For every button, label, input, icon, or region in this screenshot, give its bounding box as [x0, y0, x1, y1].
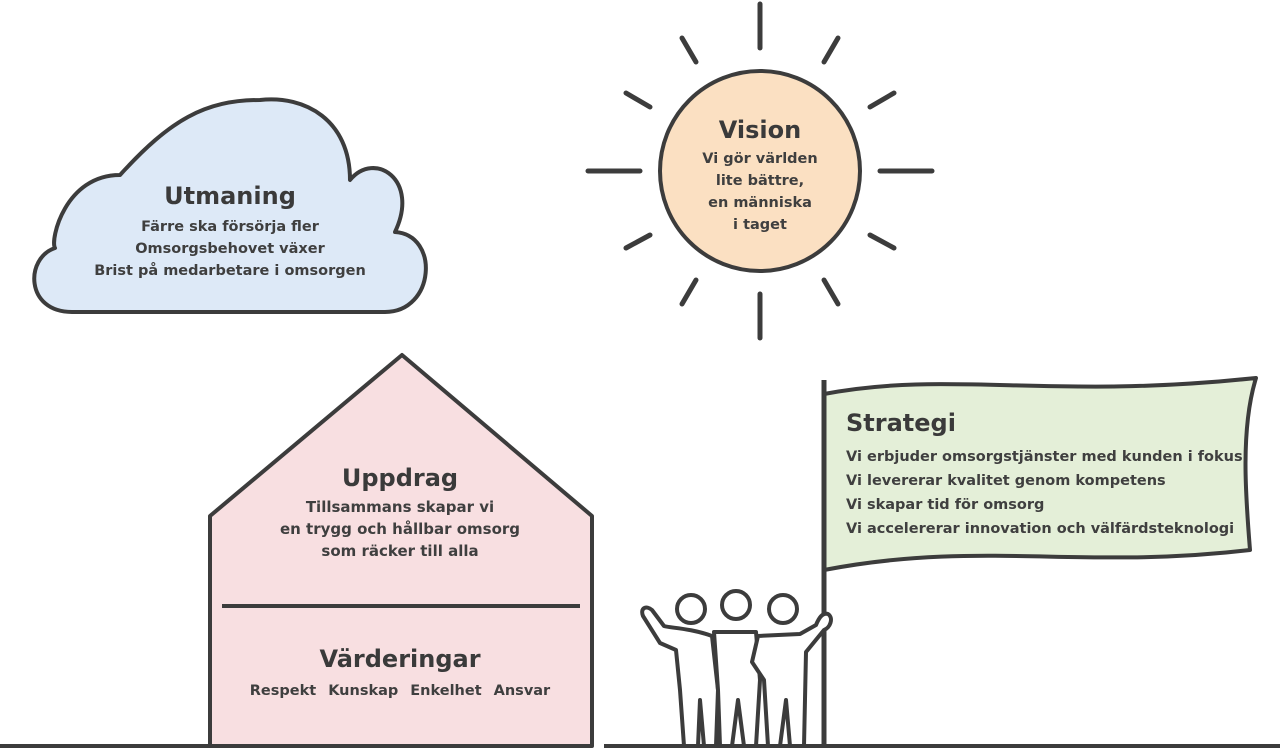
- strategy-block: Strategi Vi erbjuder omsorgstjänster med…: [846, 409, 1246, 541]
- vision-line: Vi gör världen: [702, 151, 818, 167]
- mission-block: Uppdrag Tillsammans skapar vi en trygg o…: [230, 464, 570, 562]
- cloud-shape: [32, 97, 428, 314]
- person-body: [750, 611, 833, 748]
- strategy-line: Vi skapar tid för omsorg: [846, 497, 1045, 513]
- sun-circle: [658, 69, 862, 273]
- vision-line: lite bättre,: [715, 173, 805, 189]
- vision-block: Vision Vi gör världen lite bättre, en mä…: [660, 116, 860, 236]
- people-group: [640, 589, 833, 748]
- strategy-title: Strategi: [846, 409, 956, 437]
- mission-line: som räcker till alla: [321, 542, 479, 560]
- value-item: Enkelhet: [410, 683, 482, 699]
- values-list: Respekt Kunskap Enkelhet Ansvar: [212, 683, 588, 699]
- mission-line: en trygg och hållbar omsorg: [279, 520, 521, 538]
- person-head: [720, 589, 752, 621]
- challenge-block: Utmaning Färre ska försörja fler Omsorgs…: [60, 182, 400, 282]
- challenge-line: Färre ska försörja fler: [141, 219, 319, 235]
- flag-shape: [822, 376, 1258, 572]
- value-item: Ansvar: [493, 683, 551, 699]
- person-head: [675, 593, 707, 625]
- mission-line: Tillsammans skapar vi: [305, 498, 495, 516]
- challenge-title: Utmaning: [164, 182, 296, 210]
- values-title: Värderingar: [319, 645, 481, 673]
- value-item: Respekt: [249, 683, 317, 699]
- person-head: [767, 593, 799, 625]
- strategy-line: Vi erbjuder omsorgstjänster med kunden i…: [846, 449, 1243, 465]
- strategy-line: Vi accelererar innovation och välfärdste…: [846, 521, 1235, 537]
- challenge-line: Omsorgsbehovet växer: [135, 241, 325, 257]
- mission-title: Uppdrag: [341, 464, 459, 492]
- vision-line: i taget: [733, 217, 787, 233]
- vision-line: en människa: [708, 195, 812, 211]
- value-item: Kunskap: [328, 683, 399, 699]
- person-body: [640, 605, 720, 748]
- vision-title: Vision: [718, 116, 802, 144]
- values-block: Värderingar Respekt Kunskap Enkelhet Ans…: [212, 645, 588, 699]
- challenge-line: Brist på medarbetare i omsorgen: [94, 263, 366, 279]
- sun-rays: [585, 1, 935, 341]
- strategy-line: Vi levererar kvalitet genom kompetens: [846, 473, 1166, 489]
